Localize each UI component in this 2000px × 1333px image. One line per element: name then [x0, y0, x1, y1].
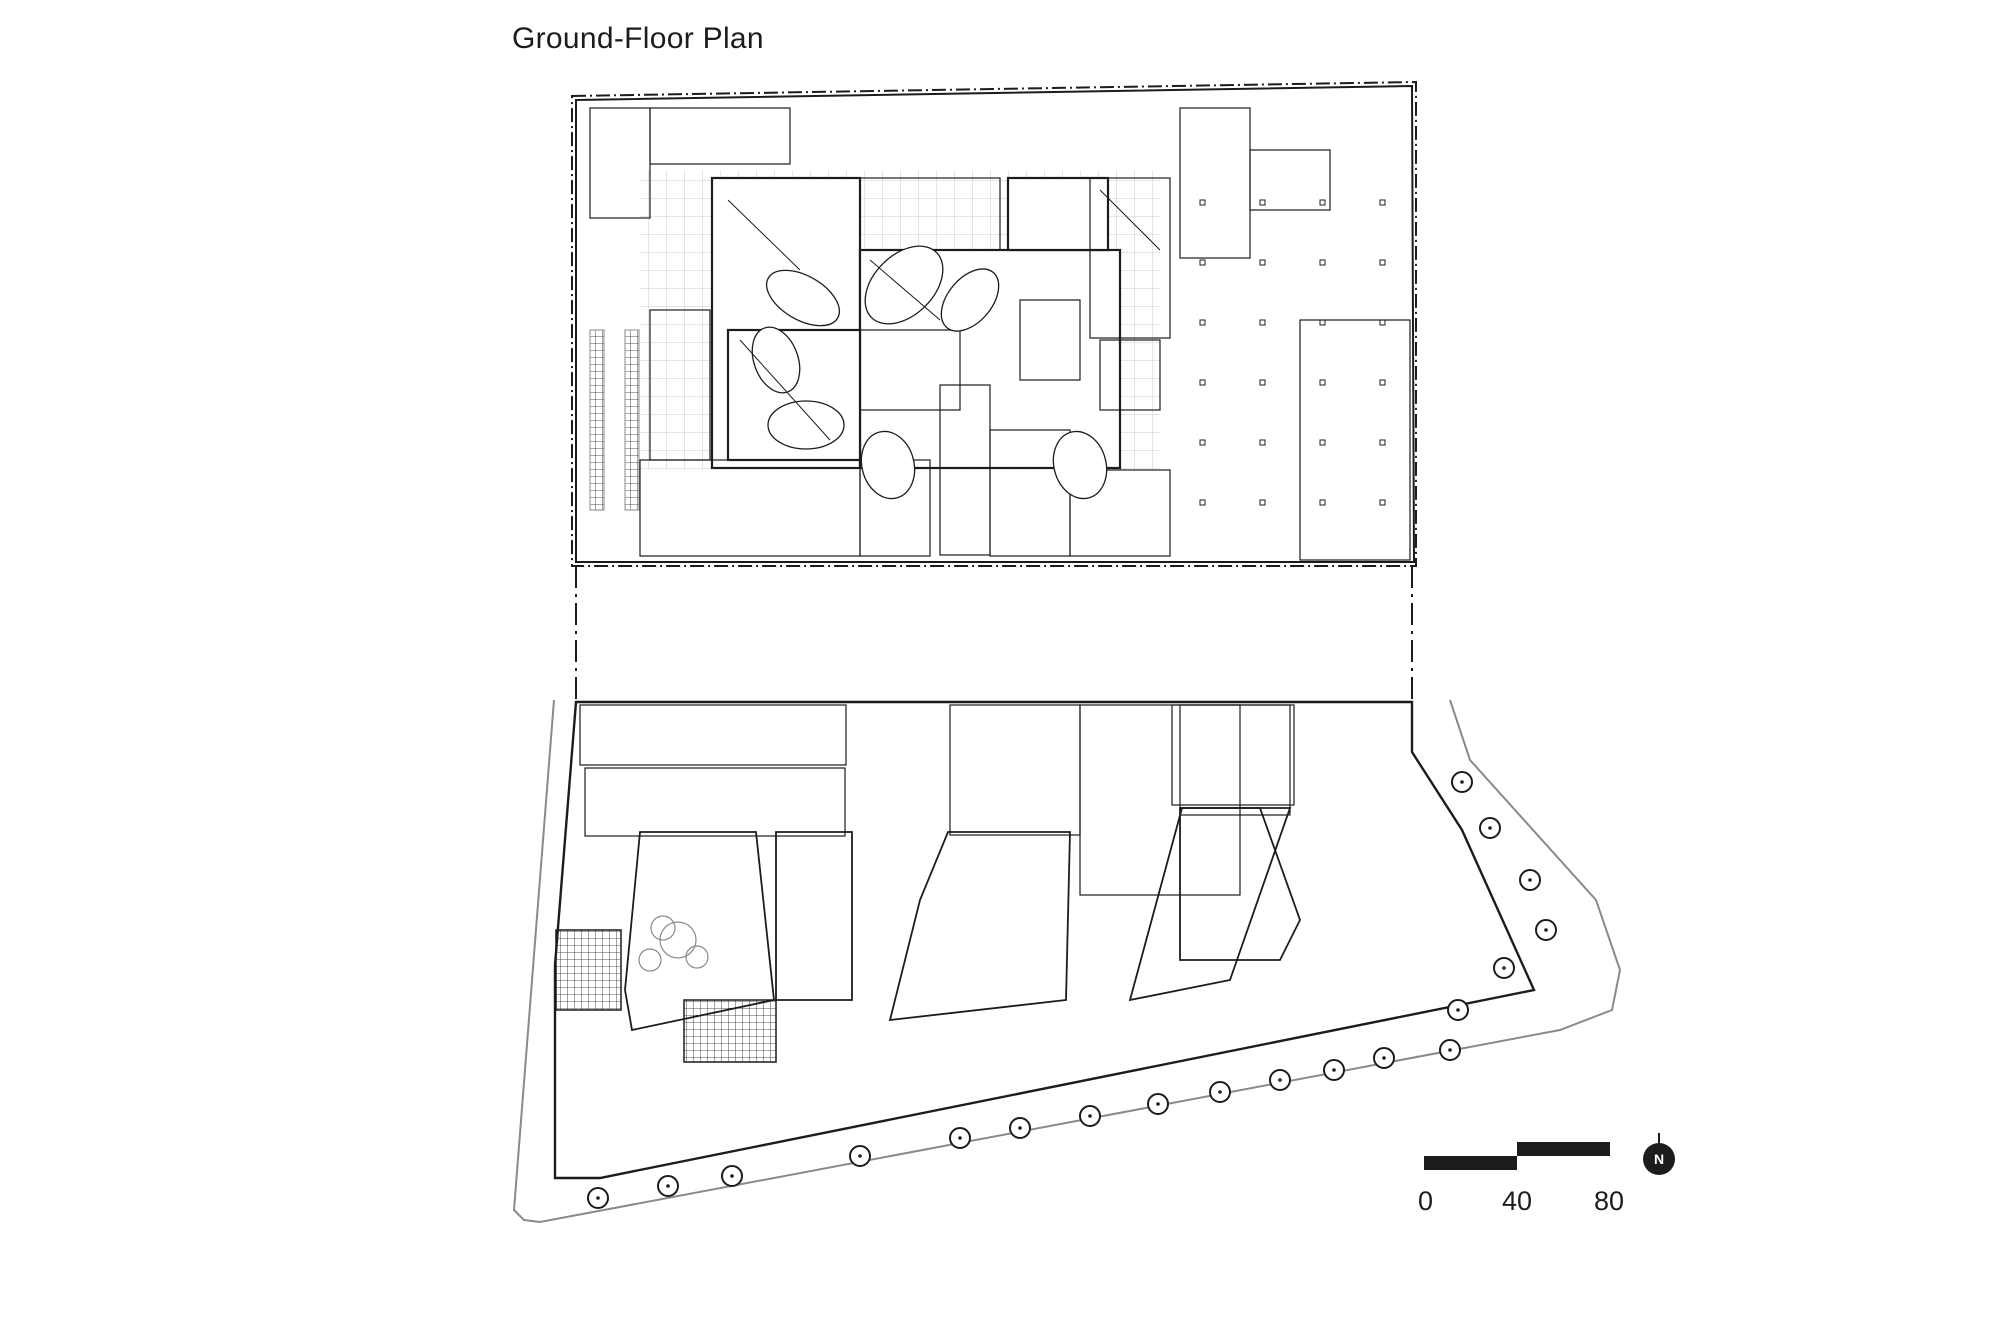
street-curb	[512, 699, 1622, 1224]
upper-property-line	[571, 80, 1417, 567]
column	[1379, 319, 1386, 326]
skylight-oval-0	[766, 269, 840, 327]
lower-room-1	[584, 767, 846, 837]
lower-room-2	[949, 704, 1081, 836]
atrium-4	[1179, 807, 1301, 961]
north-arrow-icon: N	[1643, 1133, 1675, 1175]
room-5	[1249, 149, 1331, 211]
tree-trunk-dot	[1460, 780, 1464, 784]
lower-room-0	[579, 704, 847, 766]
skylight-oval-3	[751, 326, 801, 394]
column	[1319, 319, 1326, 326]
tree-trunk-dot	[1448, 1048, 1452, 1052]
tree-trunk-dot	[1332, 1068, 1336, 1072]
planter-circle-0	[650, 915, 676, 941]
skylight-diagonal-1	[869, 259, 941, 321]
lower-room-3	[1079, 704, 1241, 896]
column	[1379, 379, 1386, 386]
lower-building-outline	[553, 700, 1536, 1180]
tree-trunk-dot	[730, 1174, 734, 1178]
column	[1259, 259, 1266, 266]
page-title: Ground-Floor Plan	[512, 22, 764, 55]
column	[1379, 439, 1386, 446]
tree-trunk-dot	[666, 1184, 670, 1188]
column	[1199, 259, 1206, 266]
scale-label-80: 80	[1594, 1186, 1625, 1216]
column	[1199, 499, 1206, 506]
column	[1379, 259, 1386, 266]
column	[1199, 199, 1206, 206]
tree-trunk-dot	[858, 1154, 862, 1158]
room-15	[1099, 339, 1161, 411]
skylight-diagonal-3	[1099, 189, 1161, 251]
skylight-oval-5	[860, 430, 916, 500]
parking-row-1	[624, 329, 640, 511]
skylight-diagonal-0	[727, 199, 801, 271]
tiled-area-0	[555, 929, 622, 1011]
column	[1319, 499, 1326, 506]
tree-trunk-dot	[1088, 1114, 1092, 1118]
column	[1319, 199, 1326, 206]
room-8	[639, 459, 861, 557]
column	[1259, 199, 1266, 206]
room-12	[1069, 469, 1171, 557]
tree-trunk-dot	[1502, 966, 1506, 970]
column	[1199, 439, 1206, 446]
room-13	[859, 329, 961, 411]
column	[1259, 499, 1266, 506]
skylight-diagonal-2	[739, 339, 831, 441]
scale-bar-segment-2	[1517, 1142, 1610, 1156]
scale-bar: 0 40 80	[1418, 1142, 1724, 1232]
planter-circle-3	[659, 921, 697, 959]
tree-trunk-dot	[1278, 1078, 1282, 1082]
atrium-1	[775, 831, 853, 1001]
upper-building-outline	[575, 84, 1416, 563]
column	[1319, 259, 1326, 266]
scale-label-0: 0	[1418, 1186, 1434, 1216]
tree-trunk-dot	[1382, 1056, 1386, 1060]
column	[1259, 439, 1266, 446]
lower-room-4	[1171, 704, 1295, 806]
tiled-area-1	[683, 999, 777, 1063]
tree-trunk-dot	[1018, 1126, 1022, 1130]
room-1	[649, 107, 791, 165]
skylight-oval-1	[864, 245, 944, 325]
skylight-oval-2	[940, 268, 1000, 332]
courtyard-2	[1006, 176, 1110, 252]
column	[1259, 319, 1266, 326]
tree-trunk-dot	[1156, 1102, 1160, 1106]
column	[1379, 199, 1386, 206]
planter-circle-2	[638, 948, 662, 972]
tree-trunk-dot	[958, 1136, 962, 1140]
column	[1199, 379, 1206, 386]
tree-trunk-dot	[596, 1196, 600, 1200]
scale-bar-segment-1	[1424, 1156, 1517, 1170]
planter-circle-1	[685, 945, 709, 969]
parking-row-0	[589, 329, 605, 511]
room-4	[1179, 107, 1251, 259]
tree-trunk-dot	[1528, 878, 1532, 882]
column	[1319, 379, 1326, 386]
room-6	[1299, 319, 1411, 561]
column	[1319, 439, 1326, 446]
tree-trunk-dot	[1544, 928, 1548, 932]
skylight-oval-4	[767, 400, 845, 450]
column	[1379, 499, 1386, 506]
column	[1199, 319, 1206, 326]
tree-trunk-dot	[1218, 1090, 1222, 1094]
atrium-2	[888, 831, 1071, 1022]
scale-label-40: 40	[1502, 1186, 1533, 1216]
column	[1259, 379, 1266, 386]
room-14	[1019, 299, 1081, 381]
atrium-3	[1128, 807, 1292, 1002]
tree-trunk-dot	[1456, 1008, 1460, 1012]
tree-trunk-dot	[1488, 826, 1492, 830]
skylight-oval-6	[1052, 430, 1108, 500]
room-3	[1089, 177, 1171, 339]
lower-room-5	[1179, 704, 1291, 816]
